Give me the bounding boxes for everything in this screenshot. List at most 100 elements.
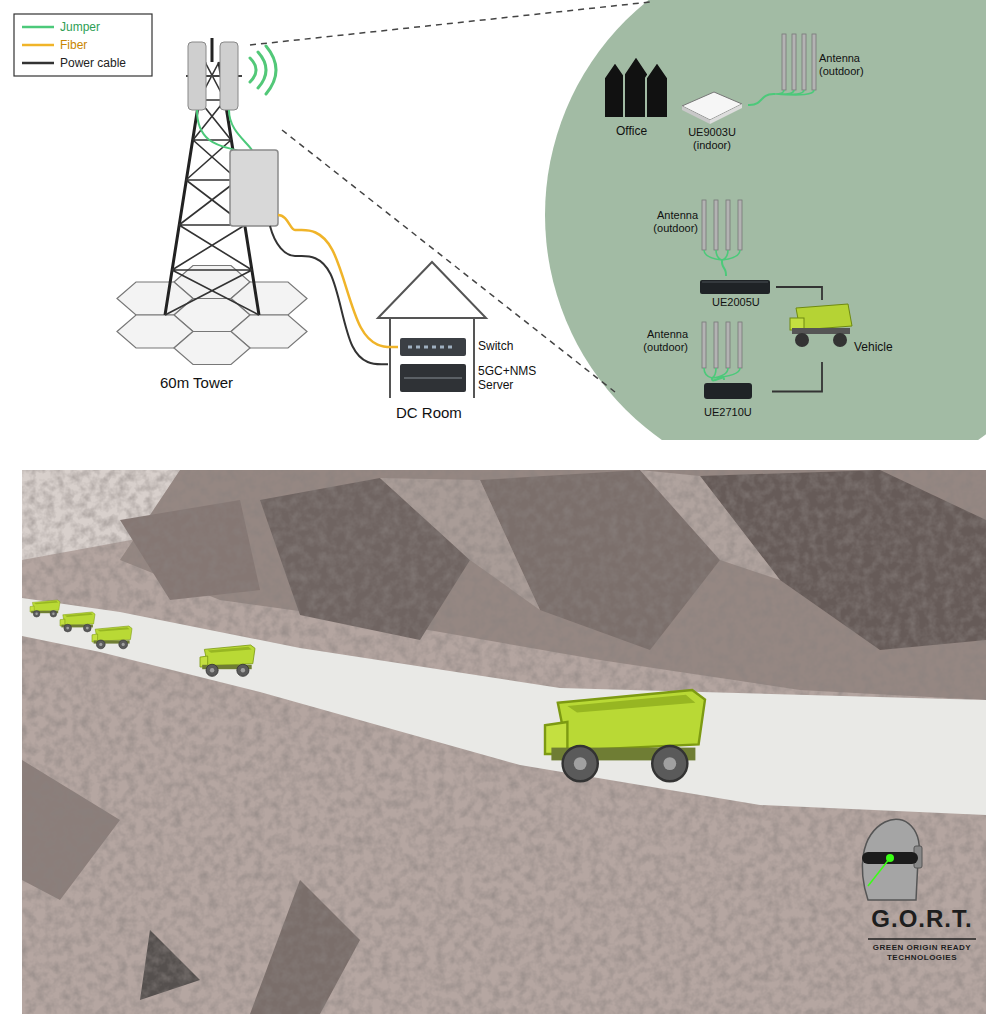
legend-text: Jumper bbox=[60, 20, 100, 34]
switch-icon bbox=[400, 338, 466, 356]
cell-grid bbox=[117, 266, 307, 365]
legend-sample bbox=[22, 44, 54, 47]
logo-rule bbox=[868, 938, 976, 940]
radio-waves bbox=[250, 46, 276, 94]
data-cable bbox=[772, 362, 822, 392]
antenna-stick bbox=[702, 200, 706, 250]
antenna-stick bbox=[738, 322, 742, 368]
cpe-icon bbox=[682, 92, 742, 120]
haul-truck bbox=[30, 600, 60, 617]
vehicle-icon: Vehicle bbox=[786, 300, 906, 362]
room-roof bbox=[378, 262, 486, 318]
jumper-cable bbox=[704, 250, 740, 260]
radio-unit bbox=[230, 150, 278, 226]
node-label: Switch bbox=[478, 339, 513, 353]
logo-beam bbox=[868, 858, 890, 886]
legend-text: Power cable bbox=[60, 56, 126, 70]
haul-truck bbox=[200, 645, 255, 676]
cpe-icon-side bbox=[682, 106, 710, 124]
jumper-cable bbox=[197, 110, 252, 152]
vehicle-terminal: UE2710U bbox=[700, 380, 772, 426]
terminal-edge bbox=[702, 281, 768, 282]
logo-tagline: GREEN ORIGIN READY TECHNOLOGIES bbox=[864, 943, 980, 962]
jumper-cable bbox=[712, 378, 724, 381]
logo-wordmark: G.O.R.T. bbox=[864, 905, 980, 934]
office-building bbox=[624, 56, 648, 118]
office-building bbox=[604, 62, 626, 118]
server-device: 5GC+NMS Server bbox=[398, 362, 558, 396]
antenna-stick bbox=[726, 322, 730, 368]
terminal-icon bbox=[704, 383, 752, 399]
power-cable bbox=[295, 256, 388, 364]
antenna-stick bbox=[714, 200, 718, 250]
zoom-leader bbox=[250, 2, 650, 392]
antenna-stick bbox=[714, 322, 718, 368]
panel-antenna bbox=[220, 42, 238, 110]
jumper-cable bbox=[748, 94, 775, 105]
node-label: Antenna (outdoor) bbox=[819, 52, 875, 78]
legend-frame bbox=[14, 14, 152, 76]
tower-node: 60m Tower bbox=[145, 40, 295, 400]
jumper-cable bbox=[775, 90, 814, 95]
mine-scene bbox=[22, 470, 986, 1014]
antenna-stick bbox=[702, 322, 706, 368]
node-label: 60m Tower bbox=[160, 374, 233, 392]
antenna-group: Antenna (outdoor) bbox=[630, 318, 745, 378]
legend-text: Fiber bbox=[60, 38, 87, 52]
fiber-stub bbox=[278, 215, 295, 230]
office-icon: Office bbox=[598, 50, 678, 142]
haul-truck bbox=[92, 626, 132, 649]
node-label: UE2710U bbox=[704, 406, 752, 419]
antenna-stick bbox=[726, 200, 730, 250]
antenna-group: Antenna (outdoor) bbox=[640, 195, 750, 260]
antenna-sticks bbox=[782, 34, 816, 90]
node-label: Antenna (outdoor) bbox=[630, 328, 688, 354]
vehicle-wheel bbox=[833, 333, 847, 347]
server-slot bbox=[404, 377, 462, 379]
antenna-sticks bbox=[702, 200, 742, 250]
node-label: Antenna (outdoor) bbox=[640, 209, 698, 235]
legend-sample bbox=[22, 26, 54, 29]
jumper-cable bbox=[704, 368, 740, 378]
antenna-stick bbox=[738, 200, 742, 250]
zoom-bubble bbox=[545, 0, 986, 440]
antenna-stick bbox=[782, 34, 786, 90]
haul-truck bbox=[545, 690, 705, 781]
switch-device: Switch bbox=[398, 336, 528, 358]
vehicle-terminal: UE2005U bbox=[696, 276, 776, 316]
jumper-cable bbox=[722, 260, 726, 276]
rock-ground bbox=[22, 470, 986, 1014]
node-label: Vehicle bbox=[854, 340, 893, 354]
node-label: UE9003U (indoor) bbox=[680, 126, 744, 152]
cpe-icon-side bbox=[710, 104, 742, 124]
node-label: DC Room bbox=[396, 404, 462, 422]
haul-truck bbox=[60, 612, 95, 632]
antenna-stick bbox=[792, 34, 796, 90]
node-label: Office bbox=[616, 124, 647, 138]
indoor-cpe: UE9003U (indoor) bbox=[676, 88, 748, 156]
antenna-stick bbox=[802, 34, 806, 90]
data-cable bbox=[776, 287, 822, 300]
node-label: 5GC+NMS Server bbox=[478, 364, 554, 393]
antenna-stick bbox=[812, 34, 816, 90]
power-stub bbox=[270, 226, 295, 256]
office-building bbox=[646, 62, 668, 118]
legend-sample bbox=[22, 62, 54, 65]
vehicle-wheel bbox=[795, 333, 809, 347]
node-label: UE2005U bbox=[712, 296, 760, 309]
panel-antenna bbox=[188, 42, 206, 110]
dc-room-node: DC Room Switch 5GC+NMS Server bbox=[388, 262, 561, 427]
antenna-sticks bbox=[702, 322, 742, 368]
antenna-group: Antenna (outdoor) bbox=[775, 30, 878, 110]
switch-ports bbox=[408, 346, 452, 349]
room-wall bbox=[390, 318, 474, 398]
terminal-icon bbox=[700, 280, 770, 294]
logo-head bbox=[862, 819, 919, 900]
vehicle-chassis bbox=[792, 328, 850, 334]
rock-texture bbox=[22, 660, 986, 1014]
rock-texture bbox=[22, 470, 986, 1014]
cell-hexagon bbox=[174, 332, 250, 365]
